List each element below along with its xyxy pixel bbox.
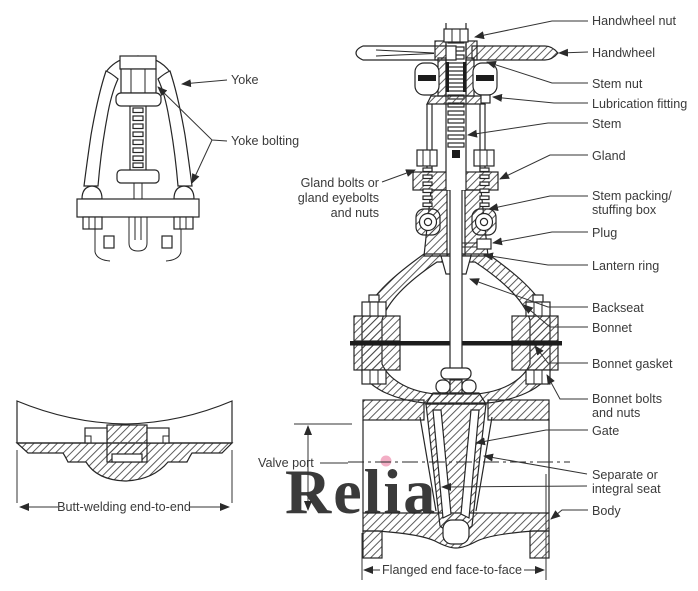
label-lantern-ring: Lantern ring — [592, 259, 659, 273]
yoke-bolt-left — [81, 185, 103, 200]
handwheel-hub-left — [434, 40, 447, 61]
label-stem: Stem — [592, 117, 621, 131]
label-stem-packing-line2: stuffing box — [592, 203, 657, 217]
stem-lower-drawing — [449, 190, 463, 370]
seat-drawing — [419, 416, 493, 512]
callout-stem-nut: Stem nut — [486, 60, 643, 91]
callout-gland-bolts: Gland bolts or gland eyebolts and nuts — [298, 169, 416, 220]
label-flanged-end-face-to-face: Flanged end face-to-face — [382, 563, 522, 577]
label-bonnet-bolts-line1: Bonnet bolts — [592, 392, 662, 406]
stem-nut-drawing — [414, 57, 498, 105]
handwheel-hub-right — [465, 40, 478, 61]
handwheel-drawing — [355, 28, 559, 61]
label-body: Body — [592, 504, 621, 518]
label-handwheel: Handwheel — [592, 46, 655, 60]
callout-yoke-bolting: Yoke bolting — [157, 86, 299, 184]
label-handwheel-nut: Handwheel nut — [592, 14, 677, 28]
yoke-detail-drawing — [76, 55, 200, 262]
label-gland-bolts-line3: and nuts — [331, 206, 379, 220]
gland-bolts-drawing — [415, 149, 497, 236]
callout-valve-port: Valve port — [258, 456, 314, 470]
callout-stem: Stem — [467, 117, 621, 138]
callout-bonnet-gasket: Bonnet gasket — [534, 345, 673, 371]
callout-stem-packing: Stem packing/ stuffing box — [488, 189, 672, 217]
label-seat-line2: integral seat — [592, 482, 661, 496]
label-gland-bolts-line1: Gland bolts or — [301, 176, 379, 190]
label-plug: Plug — [592, 226, 617, 240]
callout-bonnet-bolts: Bonnet bolts and nuts — [546, 374, 662, 420]
label-bonnet-gasket: Bonnet gasket — [592, 357, 673, 371]
label-backseat: Backseat — [592, 301, 644, 315]
callout-bonnet: Bonnet — [523, 304, 632, 335]
callout-seat: Separate or integral seat — [441, 453, 661, 496]
flanged-end-dimension: Flanged end face-to-face — [361, 474, 547, 580]
label-gland: Gland — [592, 149, 626, 163]
callout-backseat: Backseat — [469, 278, 644, 315]
label-valve-port: Valve port — [258, 456, 314, 470]
plug-drawing — [462, 238, 492, 250]
stem-collar-drawing — [424, 367, 488, 405]
callout-gland: Gland — [499, 149, 626, 180]
lubrication-fitting-drawing — [480, 94, 491, 104]
callout-lantern-ring: Lantern ring — [483, 252, 659, 273]
label-yoke: Yoke — [231, 73, 259, 87]
label-lubrication-fitting: Lubrication fitting — [592, 97, 687, 111]
label-stem-packing-line1: Stem packing/ — [592, 189, 672, 203]
watermark-i-dot — [380, 455, 392, 467]
callout-plug: Plug — [492, 226, 617, 246]
callout-handwheel: Handwheel — [558, 46, 655, 60]
label-bonnet-bolts-line2: and nuts — [592, 406, 640, 420]
label-gate: Gate — [592, 424, 619, 438]
butt-weld-dimension: Butt-welding end-to-end — [16, 450, 233, 514]
valve-port-dimension — [294, 423, 352, 511]
label-butt-welding-end-to-end: Butt-welding end-to-end — [57, 500, 191, 514]
callout-lubrication-fitting: Lubrication fitting — [492, 93, 687, 111]
callout-handwheel-nut: Handwheel nut — [474, 14, 677, 40]
label-seat-line1: Separate or — [592, 468, 658, 482]
label-gland-bolts-line2: gland eyebolts — [298, 191, 379, 205]
callout-yoke: Yoke — [181, 73, 259, 88]
callout-body: Body — [550, 504, 621, 520]
butt-weld-end-drawing: Butt-welding end-to-end — [15, 400, 234, 514]
label-bonnet: Bonnet — [592, 321, 632, 335]
yoke-stem-threads — [132, 107, 144, 169]
handwheel-nut-drawing — [443, 28, 469, 43]
gate-drawing — [425, 403, 487, 545]
label-stem-nut: Stem nut — [592, 77, 643, 91]
label-yoke-bolting: Yoke bolting — [231, 134, 299, 148]
callout-gate: Gate — [475, 424, 619, 446]
yoke-bolt-right — [173, 185, 195, 200]
